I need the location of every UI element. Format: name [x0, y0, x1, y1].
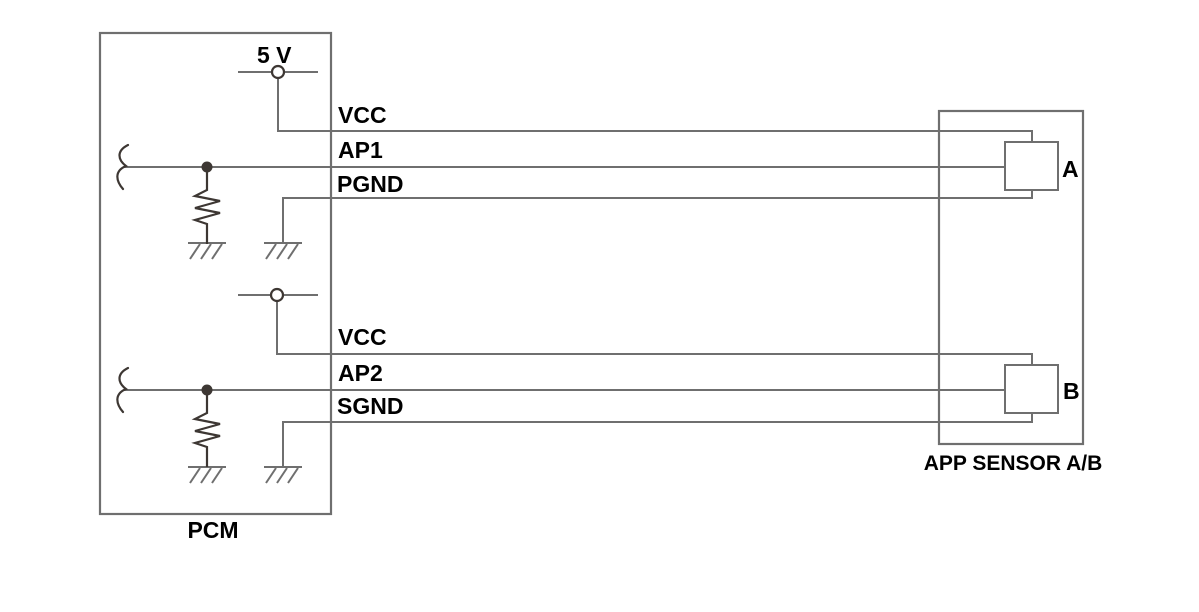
pin-label-vcc-a: VCC: [338, 102, 387, 128]
supply-terminal-icon: [270, 64, 286, 80]
pin-label-ap2: AP2: [338, 360, 383, 386]
connector-a-label: A: [1062, 156, 1079, 182]
connector-b-label: B: [1063, 378, 1080, 404]
ground-icon: [263, 242, 303, 260]
sensor-label: APP SENSOR A/B: [924, 452, 1103, 475]
ground-icon: [187, 242, 227, 260]
junction-dot: [201, 161, 213, 173]
junction-dot: [201, 384, 213, 396]
connector-b-square: [1004, 364, 1059, 414]
ground-icon: [263, 466, 303, 484]
pin-label-sgnd: SGND: [337, 393, 403, 419]
pcm-box: [98, 31, 333, 516]
wire-vcc-a: [277, 78, 1033, 142]
labels: 5 V VCC AP1 PGND VCC AP2 SGND A B PCM AP…: [187, 42, 1102, 543]
app-sensor-box: [937, 109, 1085, 446]
resistor-icon: [193, 388, 222, 469]
supply-terminal-icon: [269, 287, 285, 303]
wires-and-boxes: [98, 31, 1085, 516]
supply-voltage-label: 5 V: [257, 42, 292, 68]
wire-break-icon: [116, 366, 130, 414]
component-symbols: [116, 64, 286, 469]
resistor-icon: [193, 165, 222, 246]
pin-label-ap1: AP1: [338, 137, 383, 163]
pcm-label: PCM: [187, 517, 238, 543]
pin-label-vcc-b: VCC: [338, 324, 387, 350]
connector-a-square: [1004, 141, 1059, 191]
pin-label-pgnd: PGND: [337, 171, 403, 197]
wire-vcc-b: [276, 301, 1033, 365]
ground-icon: [187, 466, 227, 484]
wire-sgnd: [282, 413, 1033, 467]
wire-break-icon: [116, 143, 130, 191]
wire-pgnd: [282, 190, 1033, 243]
